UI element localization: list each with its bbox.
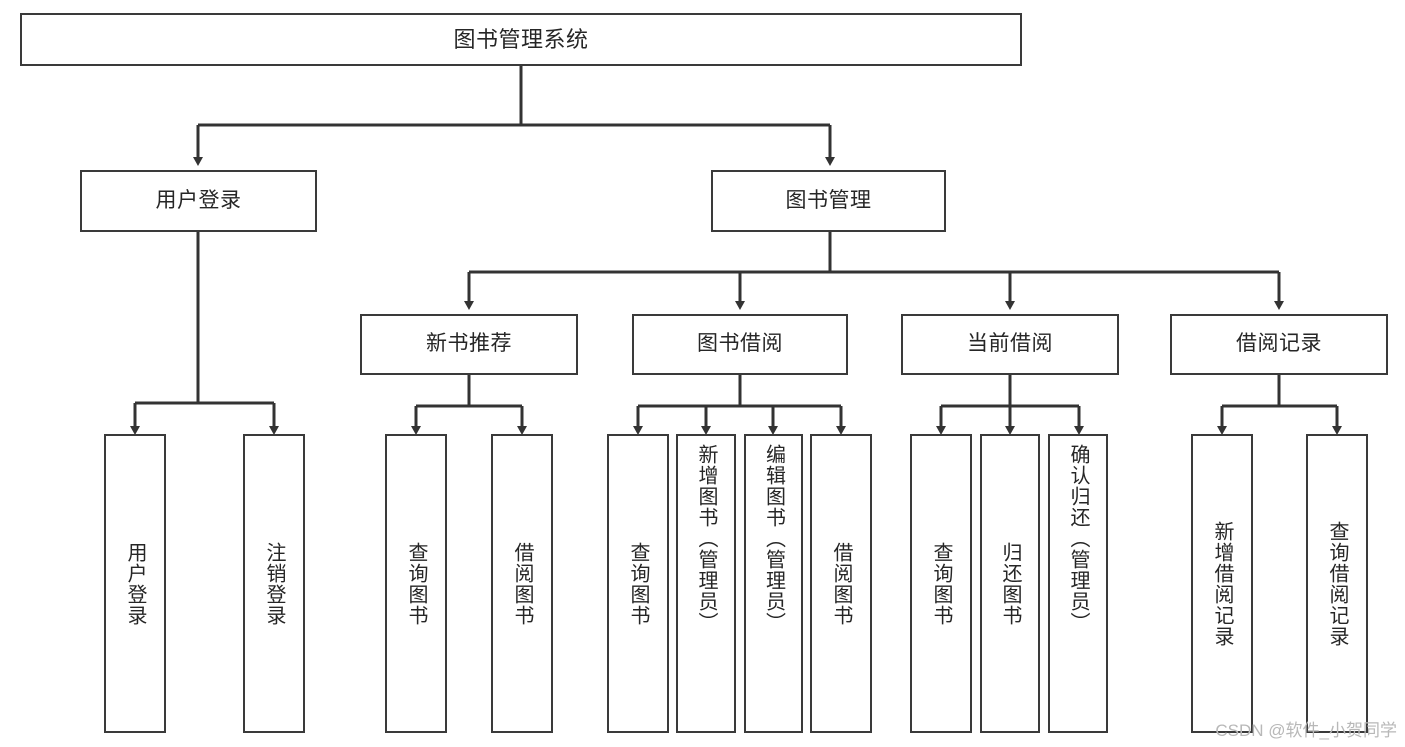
node-leaf-borrow-book[interactable]: 借阅图书	[810, 434, 872, 733]
node-leaf-query-book-current[interactable]: 查询图书	[910, 434, 972, 733]
node-label: 新增借阅记录	[1211, 520, 1233, 647]
node-label: 归还图书	[999, 541, 1021, 626]
node-borrow-record[interactable]: 借阅记录	[1170, 314, 1388, 375]
node-book-management[interactable]: 图书管理	[711, 170, 946, 232]
node-label: 图书管理	[785, 188, 872, 212]
node-leaf-confirm-return-admin[interactable]: 确认归还（管理员）	[1048, 434, 1108, 733]
node-label: 借阅图书	[511, 541, 533, 626]
node-label: 图书管理系统	[453, 26, 589, 52]
node-new-book-recommend[interactable]: 新书推荐	[360, 314, 578, 375]
node-label: 查询借阅记录	[1326, 520, 1348, 647]
node-label: 注销登录	[263, 541, 285, 626]
node-label: 用户登录	[155, 188, 242, 212]
node-current-borrow[interactable]: 当前借阅	[901, 314, 1119, 375]
node-leaf-query-borrow-record[interactable]: 查询借阅记录	[1306, 434, 1368, 733]
node-leaf-logout[interactable]: 注销登录	[243, 434, 305, 733]
node-label: 用户登录	[124, 541, 146, 626]
node-leaf-edit-book-admin[interactable]: 编辑图书（管理员）	[744, 434, 803, 733]
node-label: 新增图书（管理员）	[695, 444, 717, 633]
node-label: 查询图书	[405, 541, 427, 626]
node-leaf-borrow-book-recommend[interactable]: 借阅图书	[491, 434, 553, 733]
node-leaf-add-borrow-record[interactable]: 新增借阅记录	[1191, 434, 1253, 733]
node-leaf-query-book-borrow[interactable]: 查询图书	[607, 434, 669, 733]
node-leaf-user-login[interactable]: 用户登录	[104, 434, 166, 733]
node-book-borrow[interactable]: 图书借阅	[632, 314, 848, 375]
node-label: 查询图书	[627, 541, 649, 626]
node-leaf-query-book-recommend[interactable]: 查询图书	[385, 434, 447, 733]
node-label: 当前借阅	[967, 332, 1053, 356]
node-leaf-return-book[interactable]: 归还图书	[980, 434, 1040, 733]
node-label: 借阅记录	[1236, 332, 1322, 356]
node-root-system[interactable]: 图书管理系统	[20, 13, 1022, 66]
node-label: 图书借阅	[697, 332, 783, 356]
node-label: 新书推荐	[426, 332, 512, 356]
node-label: 查询图书	[930, 541, 952, 626]
node-user-login[interactable]: 用户登录	[80, 170, 317, 232]
node-leaf-add-book-admin[interactable]: 新增图书（管理员）	[676, 434, 736, 733]
watermark-text: CSDN @软件_小贺同学	[1215, 721, 1397, 740]
node-label: 确认归还（管理员）	[1067, 444, 1089, 633]
node-label: 借阅图书	[830, 541, 852, 626]
node-label: 编辑图书（管理员）	[762, 444, 785, 633]
